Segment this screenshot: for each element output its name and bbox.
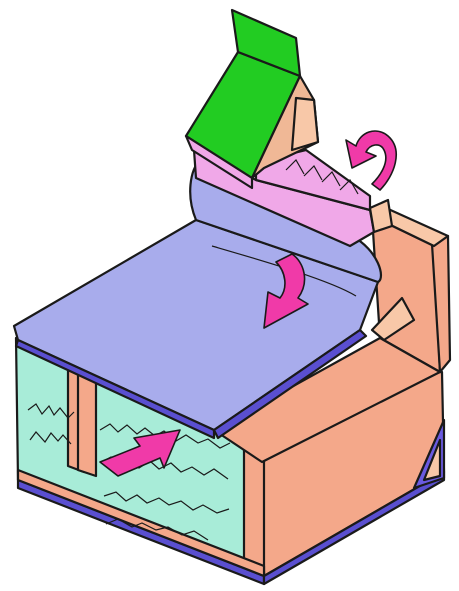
trough-end	[370, 200, 392, 232]
curved-arrow-icon	[346, 131, 396, 190]
hopper-peach-face	[292, 98, 318, 150]
